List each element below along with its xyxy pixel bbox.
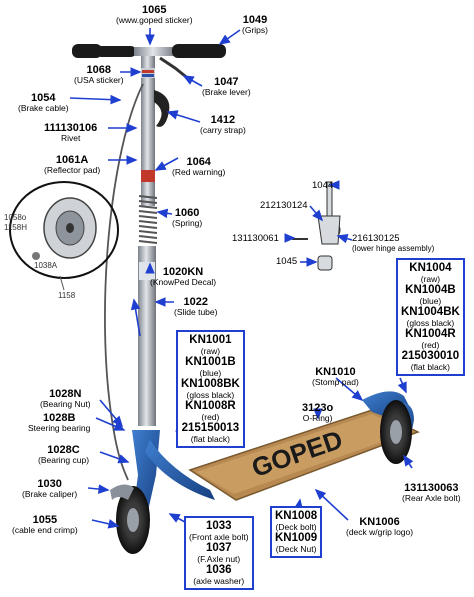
inset-code-1038a: 1038A — [34, 261, 58, 270]
label-1054: 1054(Brake cable) — [18, 92, 69, 114]
label-kn1010: KN1010(Stomp pad) — [312, 366, 359, 388]
spring — [138, 195, 158, 244]
label-1068: 1068(USA sticker) — [74, 64, 124, 86]
hinge-label-131130061: 131130061 — [232, 233, 279, 244]
deck-bolt-box: KN1008(Deck bolt) KN1009(Deck Nut) — [270, 506, 323, 558]
hinge-label-1044: 1044 — [312, 180, 334, 191]
hinge-assembly — [292, 181, 341, 271]
frame-part-box: KN1001(raw) KN1001B(blue) KN1008BK(gloss… — [176, 330, 245, 448]
slide-tube — [138, 246, 156, 426]
label-1061a: 1061A(Reflector pad) — [44, 154, 101, 176]
front-axle-box: 1033(Front axle bolt) 1037(F.Axle nut) 1… — [184, 516, 254, 590]
fork-part-box: KN1004(raw) KN1004B(blue) KN1004BK(gloss… — [396, 258, 465, 376]
label-1065: 1065(www.goped sticker) — [116, 4, 193, 26]
hinge-label-216130125: 216130125(lower hinge assembly) — [352, 233, 435, 254]
handlebar — [72, 44, 226, 58]
label-1022: 1022(Slide tube) — [174, 296, 218, 318]
label-1047: 1047(Brake lever) — [202, 76, 251, 98]
hinge-label-212130124: 212130124 — [260, 200, 308, 211]
label-131130063: 131130063(Rear Axle bolt) — [402, 482, 461, 504]
label-1028c: 1028C(Bearing cup) — [38, 444, 90, 466]
label-1028n: 1028N(Bearing Nut) — [40, 388, 91, 410]
label-1030: 1030(Brake caliper) — [22, 478, 78, 500]
label-1055: 1055(cable end crimp) — [12, 514, 78, 536]
inset-code-1158: 1158 — [58, 291, 76, 300]
label-1412: 1412(carry strap) — [200, 114, 246, 136]
label-kn1006: KN1006(deck w/grip logo) — [346, 516, 414, 538]
wheel-inset — [9, 181, 119, 291]
label-1020kn: 1020KN(KnowPed Decal) — [150, 266, 217, 288]
label-1060: 1060(Spring) — [172, 207, 203, 229]
label-1064: 1064(Red warning) — [172, 156, 226, 178]
steering-tube — [141, 56, 155, 206]
leader-arrows — [69, 28, 414, 531]
brake-cable-shape — [104, 83, 144, 481]
inset-code-1158h: 1158H — [4, 223, 27, 232]
frame-arm-shape — [145, 440, 215, 500]
label-1049: 1049(Grips) — [242, 14, 268, 36]
hinge-label-1045: 1045 — [276, 256, 298, 267]
brake-caliper-shape — [110, 484, 134, 500]
inset-code-1058o: 1058o — [4, 213, 27, 222]
carry-strap-shape — [154, 90, 170, 127]
